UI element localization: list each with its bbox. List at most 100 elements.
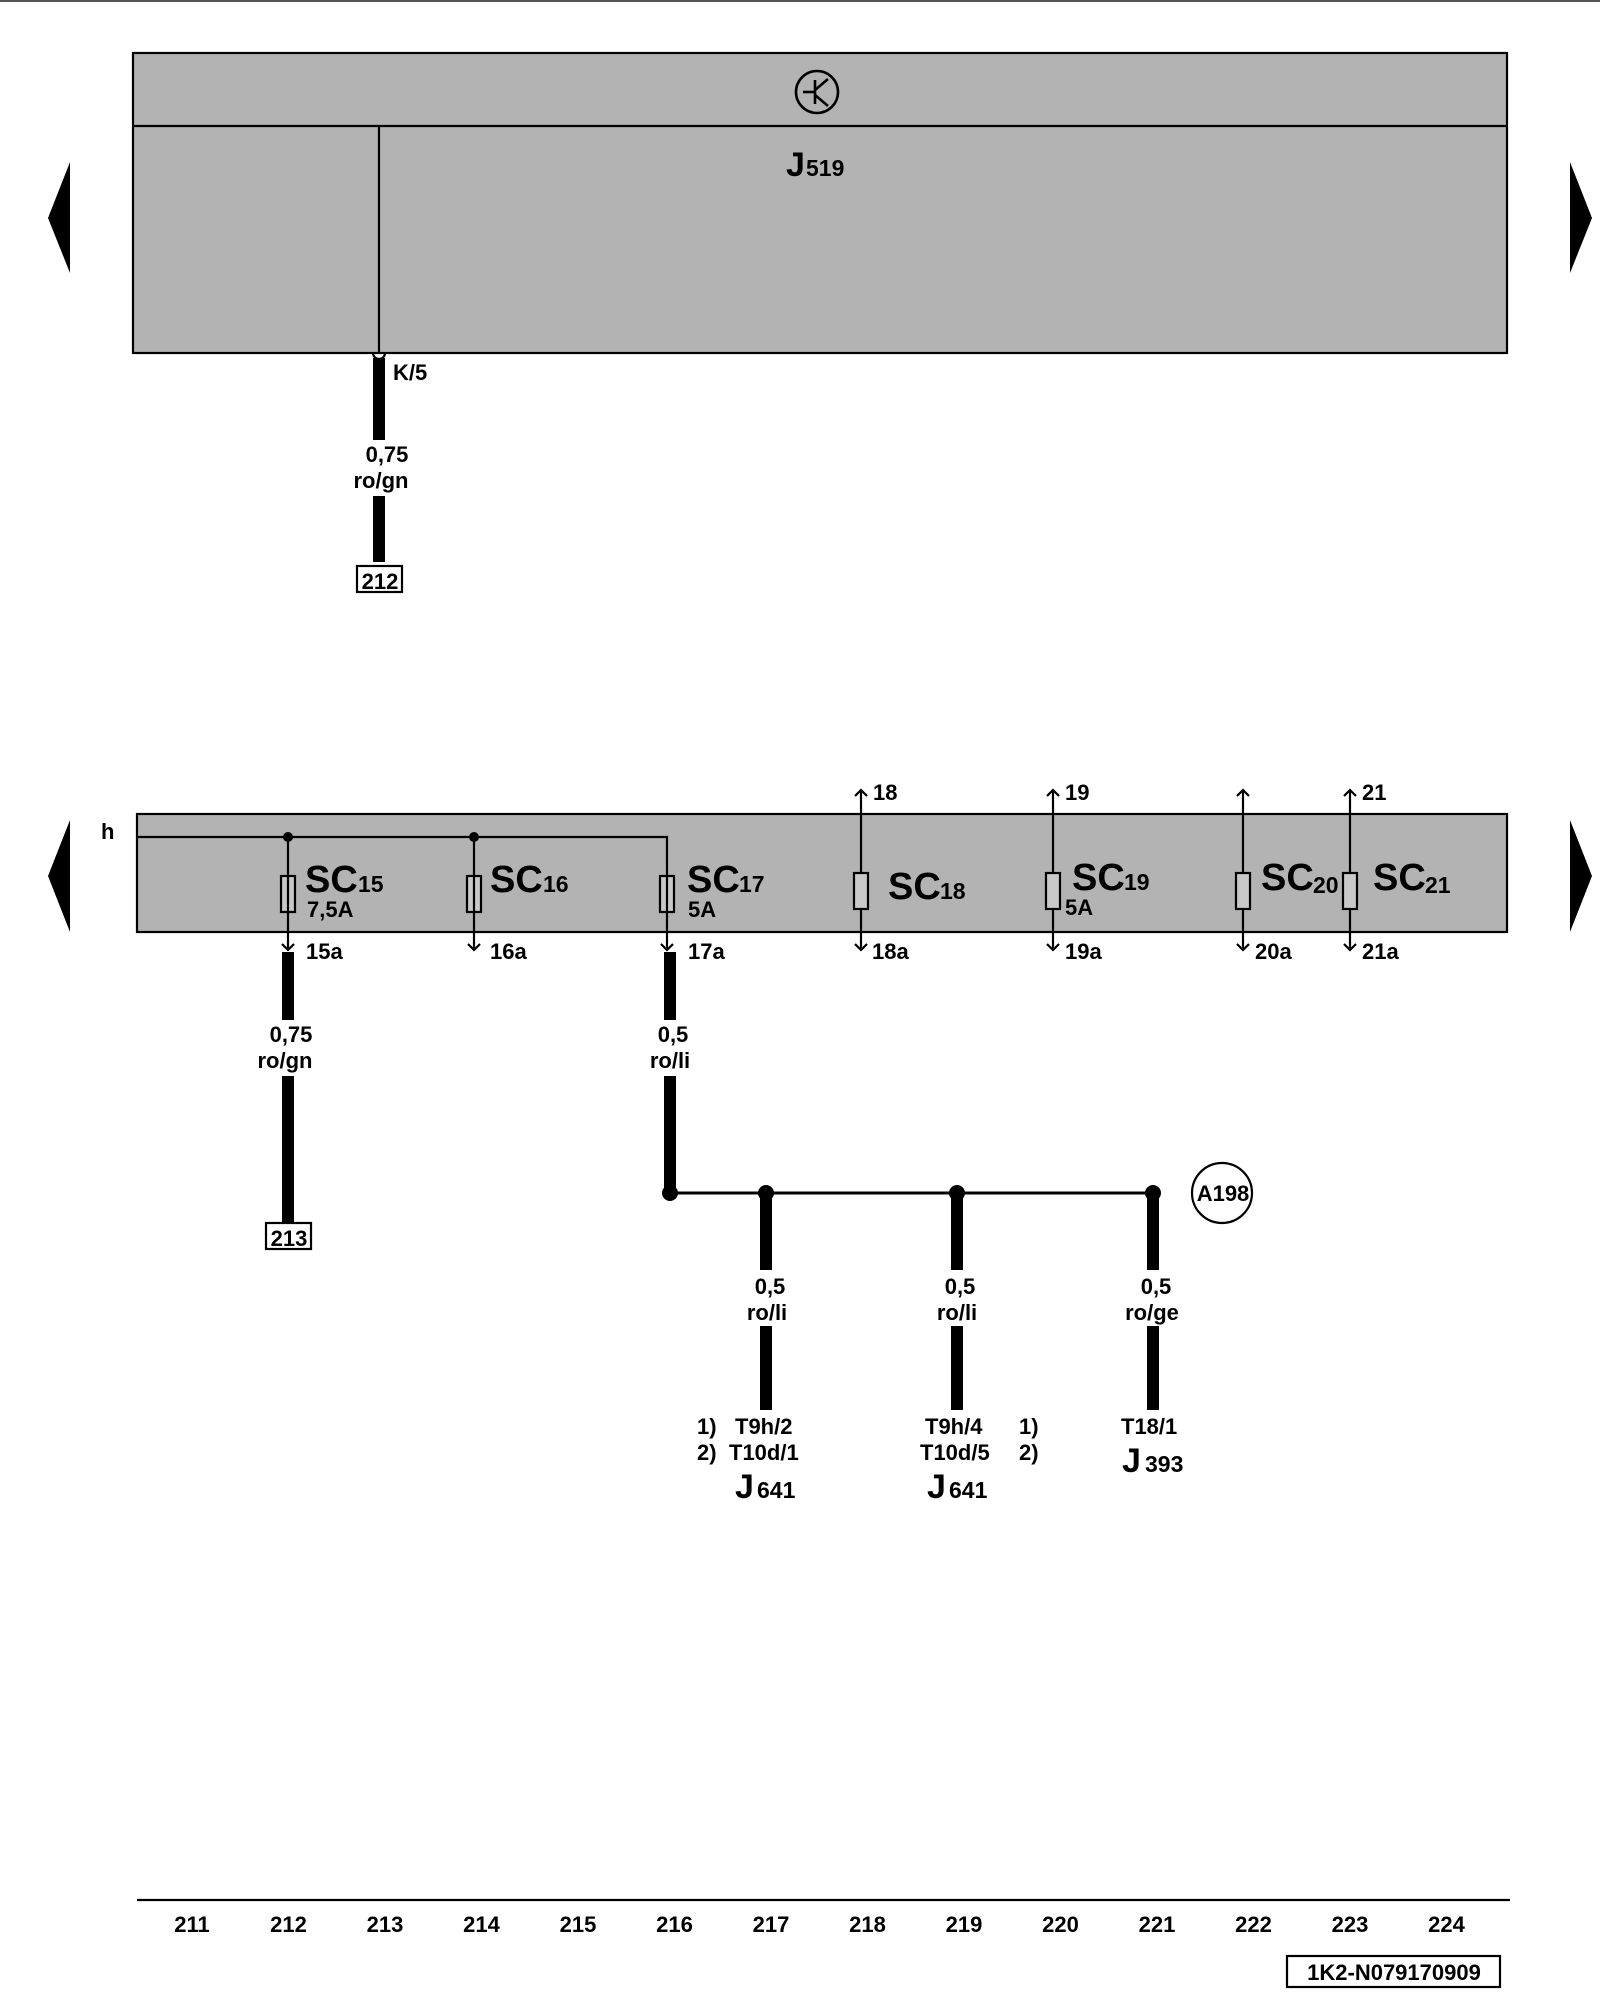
ruler-number: 217 (753, 1912, 790, 1937)
branch-3: 0,5 ro/ge T18/1 J 393 (1121, 1193, 1183, 1480)
fuse-sc18[interactable]: 18 SC 18 18a (852, 780, 966, 964)
branch-1: 0,5 ro/li 1) T9h/2 2) T10d/1 J 641 (697, 1193, 799, 1506)
svg-text:15: 15 (358, 871, 384, 897)
component-j641[interactable]: J (735, 1468, 754, 1506)
prev-page-icon[interactable] (48, 162, 70, 273)
ruler-number: 219 (946, 1912, 983, 1937)
fuse-sc19[interactable]: 19 SC 19 5A 19a (1044, 780, 1150, 964)
ruler-number: 223 (1332, 1912, 1369, 1937)
wire-color: ro/gn (354, 468, 409, 493)
svg-text:ro/li: ro/li (747, 1300, 787, 1325)
fuse-sc15[interactable]: SC 15 7,5A 15a (279, 859, 384, 964)
svg-text:2): 2) (697, 1440, 717, 1465)
svg-text:0,5: 0,5 (1141, 1274, 1172, 1299)
ref-box[interactable] (355, 564, 404, 594)
svg-text:7,5A: 7,5A (307, 897, 354, 922)
svg-text:18a: 18a (872, 939, 909, 964)
transistor-circle-icon (794, 69, 840, 115)
svg-text:0,75: 0,75 (270, 1022, 313, 1047)
branch-2: 0,5 ro/li T9h/4 1) T10d/5 2) J 641 (920, 1193, 1039, 1506)
svg-text:18: 18 (873, 780, 897, 805)
prev-page-icon[interactable] (48, 820, 70, 932)
ruler-number: 216 (656, 1912, 693, 1937)
splice-label[interactable]: A198 (1197, 1181, 1250, 1206)
svg-text:ro/gn: ro/gn (258, 1048, 313, 1073)
svg-text:ro/li: ro/li (937, 1300, 977, 1325)
svg-text:0,5: 0,5 (658, 1022, 689, 1047)
fuse-sc21[interactable]: 21 SC 21 21a (1341, 780, 1451, 964)
doc-code: 1K2-N079170909 (1307, 1960, 1481, 1985)
next-page-icon[interactable] (1570, 820, 1592, 932)
module-name: J (786, 146, 805, 184)
ref-213[interactable]: 213 (271, 1226, 308, 1251)
svg-text:0,5: 0,5 (755, 1274, 786, 1299)
wire-size: 0,75 (366, 442, 409, 467)
svg-text:5A: 5A (1065, 895, 1093, 920)
ruler-number: 214 (463, 1912, 500, 1937)
splice-circle[interactable] (1190, 1161, 1254, 1225)
component-j641[interactable]: J (927, 1468, 946, 1506)
module-j519: J 519 (131, 51, 1509, 355)
ruler-number: 221 (1139, 1912, 1176, 1937)
fuse-sc20[interactable]: SC 20 20a (1234, 788, 1339, 964)
ruler-number: 211 (174, 1912, 210, 1937)
fuse-module: h SC 15 7,5A 15a SC 16 16a (101, 780, 1509, 964)
pin-label: K/5 (393, 360, 427, 385)
module-subscript: 519 (806, 155, 844, 181)
svg-text:T10d/5: T10d/5 (920, 1440, 990, 1465)
svg-text:21: 21 (1362, 780, 1386, 805)
svg-text:SC: SC (1261, 857, 1314, 899)
svg-text:T18/1: T18/1 (1121, 1414, 1177, 1439)
svg-text:17a: 17a (688, 939, 725, 964)
svg-text:19a: 19a (1065, 939, 1102, 964)
svg-text:20a: 20a (1255, 939, 1292, 964)
svg-text:393: 393 (1145, 1451, 1183, 1477)
svg-text:17: 17 (739, 871, 765, 897)
ruler-number: 213 (367, 1912, 404, 1937)
svg-text:19: 19 (1065, 780, 1089, 805)
svg-text:18: 18 (940, 878, 966, 904)
svg-text:ro/li: ro/li (650, 1048, 690, 1073)
svg-text:SC: SC (305, 859, 358, 901)
svg-text:SC: SC (1373, 857, 1426, 899)
wire-k5: K/5 0,75 ro/gn 212 (354, 352, 427, 594)
svg-text:641: 641 (757, 1477, 796, 1503)
svg-text:SC: SC (1072, 857, 1125, 899)
svg-text:19: 19 (1124, 869, 1150, 895)
wire-17a: 0,5 ro/li A198 (650, 952, 1254, 1225)
svg-text:T9h/4: T9h/4 (925, 1414, 983, 1439)
svg-text:SC: SC (888, 866, 941, 908)
svg-text:21a: 21a (1362, 939, 1399, 964)
next-page-icon[interactable] (1570, 162, 1592, 273)
ruler-number: 218 (849, 1912, 886, 1937)
ruler-number: 215 (560, 1912, 597, 1937)
ruler: 211 212 213 214 215 216 217 218 219 220 221 222 223 2… (174, 1912, 1465, 1937)
svg-text:1): 1) (697, 1414, 717, 1439)
svg-text:15a: 15a (306, 939, 343, 964)
svg-text:SC: SC (687, 859, 740, 901)
ruler-number: 222 (1235, 1912, 1272, 1937)
ref-box[interactable] (264, 1221, 313, 1251)
fuse-sc17[interactable]: SC 17 5A 17a (658, 859, 765, 964)
svg-text:2): 2) (1019, 1440, 1039, 1465)
svg-text:641: 641 (949, 1477, 988, 1503)
svg-text:0,5: 0,5 (945, 1274, 976, 1299)
component-j393[interactable]: J (1122, 1442, 1141, 1480)
svg-text:21: 21 (1425, 872, 1451, 898)
svg-text:20: 20 (1313, 872, 1339, 898)
ruler-number: 220 (1042, 1912, 1079, 1937)
svg-text:T10d/1: T10d/1 (729, 1440, 799, 1465)
svg-text:1): 1) (1019, 1414, 1039, 1439)
doc-code-box (1285, 1954, 1502, 1989)
ruler-number: 224 (1428, 1912, 1465, 1937)
svg-text:T9h/2: T9h/2 (735, 1414, 792, 1439)
svg-text:16a: 16a (490, 939, 527, 964)
ref-212[interactable]: 212 (362, 569, 399, 594)
fuse-sc16[interactable]: SC 16 16a (465, 859, 569, 964)
wire-15a: 0,75 ro/gn 213 (258, 952, 313, 1251)
svg-text:16: 16 (543, 871, 569, 897)
svg-text:ro/ge: ro/ge (1125, 1300, 1179, 1325)
ruler-number: 212 (270, 1912, 307, 1937)
bus-label: h (101, 819, 114, 844)
svg-text:5A: 5A (688, 897, 716, 922)
